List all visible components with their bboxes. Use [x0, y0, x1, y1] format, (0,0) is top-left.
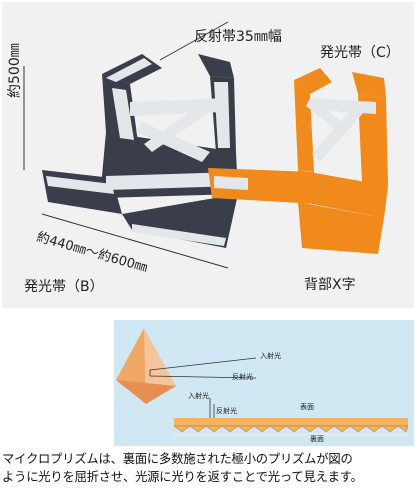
micro-prism-diagram: 入射光 反射光 入射光 反射光 表面 裏面 [114, 320, 414, 446]
pyramid [116, 328, 176, 404]
vest-b [42, 54, 238, 248]
reflected-light-label-1: 反射光 [232, 373, 253, 381]
prism-illustration [116, 328, 409, 436]
vest-c-label: 発光帯（C） [320, 45, 400, 61]
height-label: 約500㎜ [7, 43, 23, 98]
back-surface-label: 裏面 [310, 435, 324, 443]
product-photo: 反射帯35㎜幅 約500㎜ 約440㎜～約600㎜ 発光帯（B） 発光帯（C） … [2, 2, 414, 308]
back-x-label: 背部X字 [304, 277, 356, 293]
caption: マイクロプリズムは、裏面に多数施された極小のプリズムが図の ように光りを屈折させ… [2, 450, 414, 486]
incident-light-label-1: 入射光 [260, 352, 281, 360]
caption-line-2: ように光りを屈折させ、光源に光りを返すことで光って見えます。 [2, 470, 363, 484]
caption-line-1: マイクロプリズムは、裏面に多数施された極小のプリズムが図の [2, 452, 353, 466]
upper-rays [149, 357, 257, 379]
vest-illustration [23, 21, 388, 269]
vest-c [208, 68, 388, 254]
vest-b-label: 発光帯（B） [24, 279, 104, 295]
prism-strip [173, 418, 409, 436]
band-width-label: 反射帯35㎜幅 [194, 29, 282, 45]
reflected-light-label-2: 反射光 [216, 407, 237, 415]
front-surface-label: 表面 [300, 403, 314, 411]
dimension-lines [23, 21, 229, 269]
incident-light-label-2: 入射光 [188, 392, 209, 400]
